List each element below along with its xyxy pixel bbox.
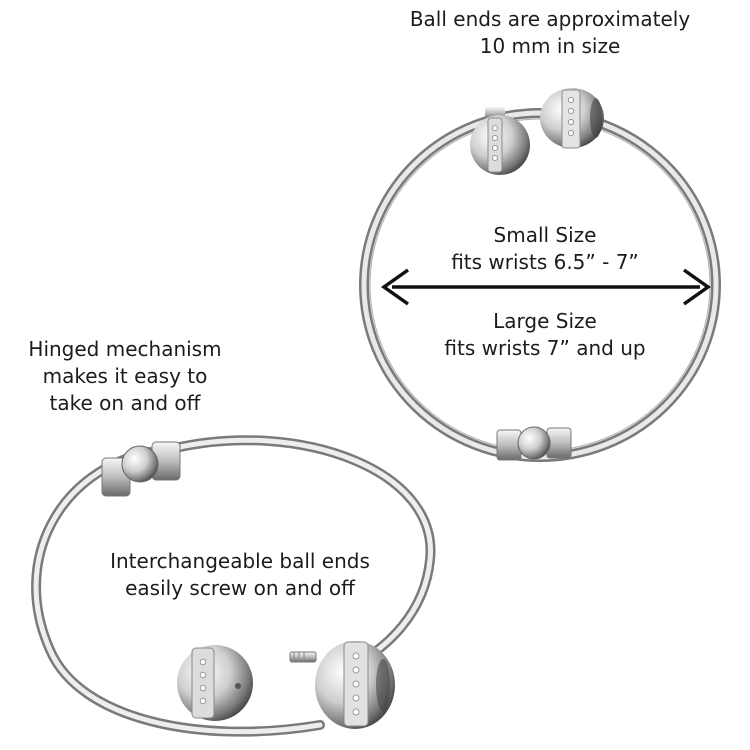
caption-hinged-line-2: makes it easy to — [42, 364, 208, 388]
caption-hinged-mechanism: Hinged mechanism makes it easy to take o… — [0, 336, 250, 417]
caption-interchangeable-line-2: easily screw on and off — [125, 576, 355, 600]
upper-ball-end-left — [470, 107, 530, 175]
caption-hinged-line-3: take on and off — [49, 391, 201, 415]
size-arrow — [380, 268, 712, 306]
hinge-mechanism — [101, 441, 181, 497]
caption-large-size-line-2: fits wrists 7” and up — [444, 336, 646, 360]
caption-ball-ends: Ball ends are approximately 10 mm in siz… — [360, 6, 740, 60]
caption-small-size: Small Size fits wrists 6.5” - 7” — [390, 222, 700, 276]
caption-interchangeable: Interchangeable ball ends easily screw o… — [60, 548, 420, 602]
caption-large-size: Large Size fits wrists 7” and up — [390, 308, 700, 362]
caption-small-size-line-2: fits wrists 6.5” - 7” — [451, 250, 639, 274]
caption-interchangeable-line-1: Interchangeable ball ends — [110, 549, 370, 573]
upper-bangle-clasp — [496, 426, 572, 461]
upper-bangle — [359, 108, 721, 462]
upper-ball-end-right — [540, 88, 604, 149]
screw-post — [289, 651, 317, 663]
lower-ball-end-attached — [315, 641, 395, 729]
caption-ball-ends-line-2: 10 mm in size — [479, 34, 621, 58]
caption-small-size-line-1: Small Size — [493, 223, 597, 247]
lower-ball-end-loose — [177, 645, 253, 721]
caption-large-size-line-1: Large Size — [493, 309, 597, 333]
caption-hinged-line-1: Hinged mechanism — [28, 337, 222, 361]
lower-bangle — [31, 435, 436, 737]
caption-ball-ends-line-1: Ball ends are approximately — [409, 7, 691, 31]
